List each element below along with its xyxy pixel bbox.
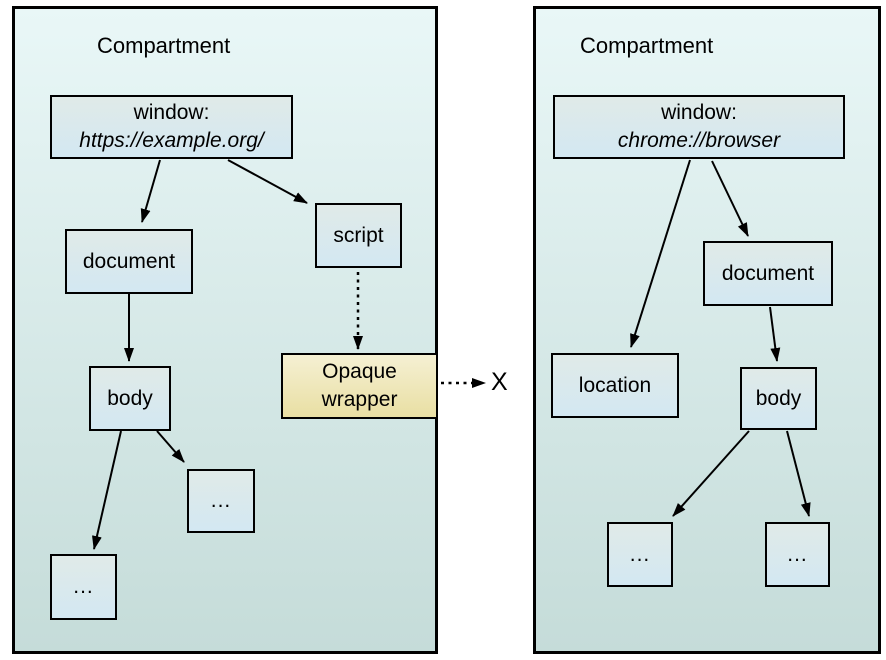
node-body-right: body xyxy=(740,367,817,430)
node-window-example-org: window: https://example.org/ xyxy=(50,95,293,159)
node-script: script xyxy=(315,203,402,268)
node-window-chrome-browser: window: chrome://browser xyxy=(553,95,845,159)
node-ellipsis-right-a: ... xyxy=(607,522,673,587)
body-label: body xyxy=(755,386,802,410)
node-ellipsis-left-b: ... xyxy=(50,554,117,620)
ellipsis-label: ... xyxy=(629,542,651,566)
opaque-wrapper-label-line2: wrapper xyxy=(321,388,398,411)
ellipsis-label: ... xyxy=(210,489,232,513)
node-body-left: body xyxy=(89,366,171,431)
ellipsis-label: ... xyxy=(73,575,94,599)
ellipsis-label: ... xyxy=(787,542,808,566)
node-document-left: document xyxy=(65,229,193,294)
left-compartment-title: Compartment xyxy=(97,33,231,58)
window-url: chrome://browser xyxy=(617,129,781,152)
right-compartment-title: Compartment xyxy=(580,33,714,58)
document-label: document xyxy=(721,261,815,285)
window-label: window: xyxy=(133,101,210,125)
window-label: window: xyxy=(661,101,737,125)
opaque-wrapper-label-line1: Opaque xyxy=(322,360,397,384)
node-ellipsis-right-b: ... xyxy=(765,522,830,587)
document-label: document xyxy=(82,249,176,273)
location-label: location xyxy=(578,373,652,397)
node-document-right: document xyxy=(703,241,833,306)
node-location: location xyxy=(551,353,679,418)
node-opaque-wrapper: Opaque wrapper xyxy=(281,353,438,419)
denied-access-x-marker: X xyxy=(491,368,508,396)
script-label: script xyxy=(333,223,384,247)
window-url: https://example.org/ xyxy=(79,129,264,152)
body-label: body xyxy=(107,386,153,410)
node-ellipsis-left-a: ... xyxy=(187,469,255,533)
